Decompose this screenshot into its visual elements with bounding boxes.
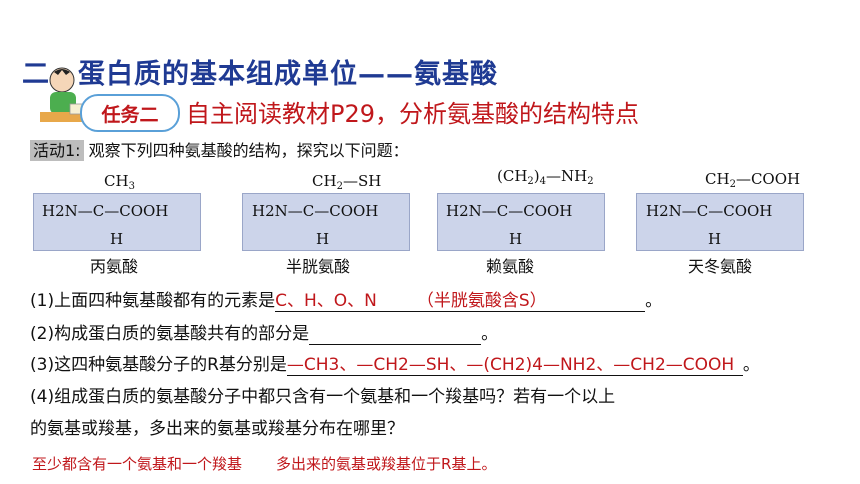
activity-line: 活动1: 观察下列四种氨基酸的结构，探究以下问题： bbox=[30, 137, 409, 161]
h-alanine: H bbox=[110, 230, 124, 248]
h-cysteine: H bbox=[316, 230, 330, 248]
structure-box-aspartate bbox=[636, 193, 804, 251]
answer-blank-1: C、H、O、N （半胱氨酸含S） bbox=[275, 286, 646, 312]
question-3-end: 。 bbox=[742, 355, 760, 375]
r-group-alanine: CH3 bbox=[104, 172, 135, 192]
activity-text: 观察下列四种氨基酸的结构，探究以下问题： bbox=[88, 141, 409, 160]
h-lysine: H bbox=[509, 230, 523, 248]
question-1-end: 。 bbox=[645, 291, 663, 311]
r-group-aspartate: CH2—COOH bbox=[705, 170, 801, 190]
section-title: 二、蛋白质的基本组成单位——氨基酸 bbox=[22, 59, 498, 90]
answer-4-part-2: 多出来的氨基或羧基位于R基上。 bbox=[276, 455, 497, 473]
name-lysine: 赖氨酸 bbox=[486, 257, 535, 276]
structure-box-cysteine bbox=[242, 193, 410, 251]
question-2-end: 。 bbox=[481, 324, 499, 344]
question-4-line-2: 的氨基或羧基，多出来的氨基或羧基分布在哪里？ bbox=[30, 419, 404, 439]
backbone-lysine: H2N—C—COOH bbox=[446, 202, 573, 220]
answer-4-part-1: 至少都含有一个氨基和一个羧基 bbox=[32, 455, 243, 473]
answer-1-note: （半胱氨酸含S） bbox=[416, 291, 547, 311]
question-1: (1)上面四种氨基酸都有的元素是C、H、O、N （半胱氨酸含S） 。 bbox=[30, 286, 662, 312]
answer-1: C、H、O、N bbox=[275, 291, 377, 311]
structure-box-alanine bbox=[33, 193, 201, 251]
name-alanine: 丙氨酸 bbox=[90, 257, 139, 276]
activity-label: 活动1: bbox=[30, 140, 84, 161]
question-3: (3)这四种氨基酸分子的R基分别是—CH3、—CH2—SH、—(CH2)4—NH… bbox=[30, 350, 760, 376]
backbone-cysteine: H2N—C—COOH bbox=[252, 202, 379, 220]
question-4-line-1: (4)组成蛋白质的氨基酸分子中都只含有一个氨基和一个羧基吗？若有一个以上 bbox=[30, 387, 616, 407]
name-cysteine: 半胱氨酸 bbox=[286, 257, 351, 276]
backbone-alanine: H2N—C—COOH bbox=[42, 202, 169, 220]
task-badge: 任务二 bbox=[80, 94, 180, 132]
backbone-aspartate: H2N—C—COOH bbox=[646, 202, 773, 220]
answer-4: 至少都含有一个氨基和一个羧基 多出来的氨基或羧基位于R基上。 bbox=[32, 453, 496, 474]
r-group-cysteine: CH2—SH bbox=[312, 172, 382, 192]
h-aspartate: H bbox=[708, 230, 722, 248]
structure-box-lysine bbox=[437, 193, 605, 251]
student-cartoon-icon bbox=[40, 67, 90, 122]
question-2: (2)构成蛋白质的氨基酸共有的部分是 。 bbox=[30, 319, 498, 345]
answer-blank-3: —CH3、—CH2—SH、—(CH2)4—NH2、—CH2—COOH bbox=[286, 350, 743, 376]
r-group-lysine: (CH2)4—NH2 bbox=[497, 167, 594, 187]
question-3-text: (3)这四种氨基酸分子的R基分别是 bbox=[30, 355, 287, 375]
name-aspartate: 天冬氨酸 bbox=[688, 257, 753, 276]
question-1-text: (1)上面四种氨基酸都有的元素是 bbox=[30, 291, 276, 311]
task-subtitle: 自主阅读教材P29，分析氨基酸的结构特点 bbox=[186, 100, 640, 128]
answer-3: —CH3、—CH2—SH、—(CH2)4—NH2、—CH2—COOH bbox=[286, 355, 735, 375]
question-2-text: (2)构成蛋白质的氨基酸共有的部分是 bbox=[30, 324, 310, 344]
